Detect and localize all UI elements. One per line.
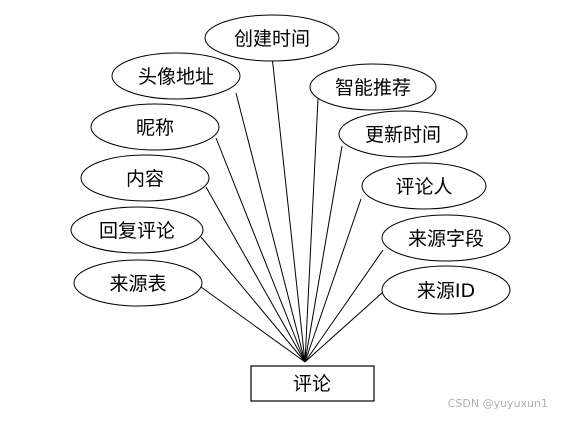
connector-line — [200, 286, 306, 363]
attr-label: 来源字段 — [408, 228, 484, 250]
attr-update-time: 更新时间 — [338, 110, 468, 158]
attr-label: 来源ID — [417, 280, 475, 302]
connector-line — [304, 145, 343, 363]
entity-comment: 评论 — [250, 365, 375, 402]
attr-source-field: 来源字段 — [381, 214, 511, 262]
attr-label: 昵称 — [136, 117, 174, 139]
entity-label: 评论 — [293, 373, 331, 395]
connector-line — [235, 92, 306, 363]
connector-line — [304, 198, 362, 363]
connector-line — [215, 137, 306, 363]
attr-commenter: 评论人 — [361, 162, 487, 210]
connector-line — [200, 236, 306, 363]
watermark: CSDN @yuyuxun1 — [447, 397, 548, 410]
attr-source-id: 来源ID — [381, 265, 511, 315]
attr-label: 头像地址 — [138, 66, 214, 88]
attr-create-time: 创建时间 — [204, 14, 340, 62]
connector-line — [304, 98, 319, 363]
attr-label: 来源表 — [109, 273, 166, 295]
attr-label: 回复评论 — [99, 220, 175, 242]
attr-label: 智能推荐 — [335, 77, 411, 99]
attr-avatar-url: 头像地址 — [111, 52, 241, 100]
connector-line — [271, 55, 306, 363]
connector-line — [304, 291, 384, 363]
attr-label: 更新时间 — [365, 124, 441, 146]
connector-line — [205, 186, 306, 363]
attr-label: 创建时间 — [234, 28, 310, 50]
attr-reply-comment: 回复评论 — [70, 206, 204, 254]
attr-source-table: 来源表 — [73, 259, 203, 307]
attr-nickname: 昵称 — [90, 103, 220, 151]
attr-label: 内容 — [126, 168, 164, 190]
attr-label: 评论人 — [395, 176, 452, 198]
attr-smart-recommend: 智能推荐 — [309, 63, 437, 111]
connector-line — [304, 249, 384, 363]
attr-content: 内容 — [80, 154, 210, 202]
connector-lines — [200, 55, 384, 363]
